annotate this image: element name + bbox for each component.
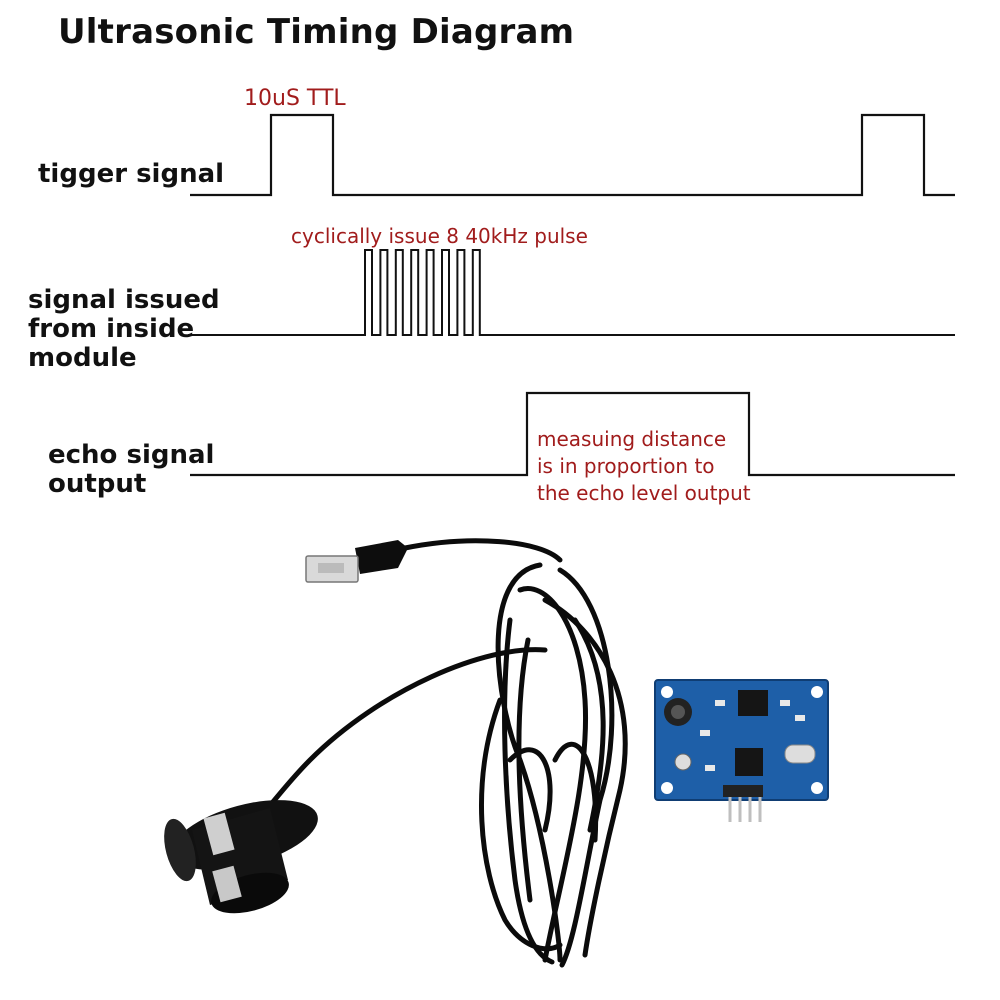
timing-waveforms bbox=[188, 113, 955, 477]
internal-label-line: from inside bbox=[28, 314, 195, 344]
echo-signal-label: echo signal output bbox=[48, 441, 214, 499]
internal-label-line: module bbox=[28, 343, 137, 373]
trigger-signal-label: tigger signal bbox=[38, 159, 225, 189]
internal-label-line: signal issued bbox=[28, 285, 220, 315]
usb-connector bbox=[305, 540, 408, 583]
echo-label-line: output bbox=[48, 469, 147, 499]
page-title: Ultrasonic Timing Diagram bbox=[58, 12, 575, 52]
ultrasonic-probe bbox=[164, 800, 318, 914]
trigger-waveform bbox=[190, 113, 955, 197]
echo-label-line: echo signal bbox=[48, 440, 215, 470]
echo-note-line: the echo level output bbox=[537, 481, 751, 505]
coiled-cable bbox=[259, 538, 628, 968]
pulse-note: cyclically issue 8 40kHz pulse bbox=[291, 224, 588, 248]
echo-note: measuing distance is in proportion to th… bbox=[537, 426, 751, 507]
echo-waveform bbox=[190, 391, 955, 477]
internal-burst-waveform bbox=[188, 249, 955, 336]
internal-signal-label: signal issued from inside module bbox=[28, 286, 220, 373]
header-pins bbox=[728, 797, 762, 822]
driver-board bbox=[654, 679, 829, 822]
echo-note-line: measuing distance bbox=[537, 427, 727, 451]
echo-note-line: is in proportion to bbox=[537, 454, 715, 478]
trigger-note: 10uS TTL bbox=[244, 86, 346, 111]
